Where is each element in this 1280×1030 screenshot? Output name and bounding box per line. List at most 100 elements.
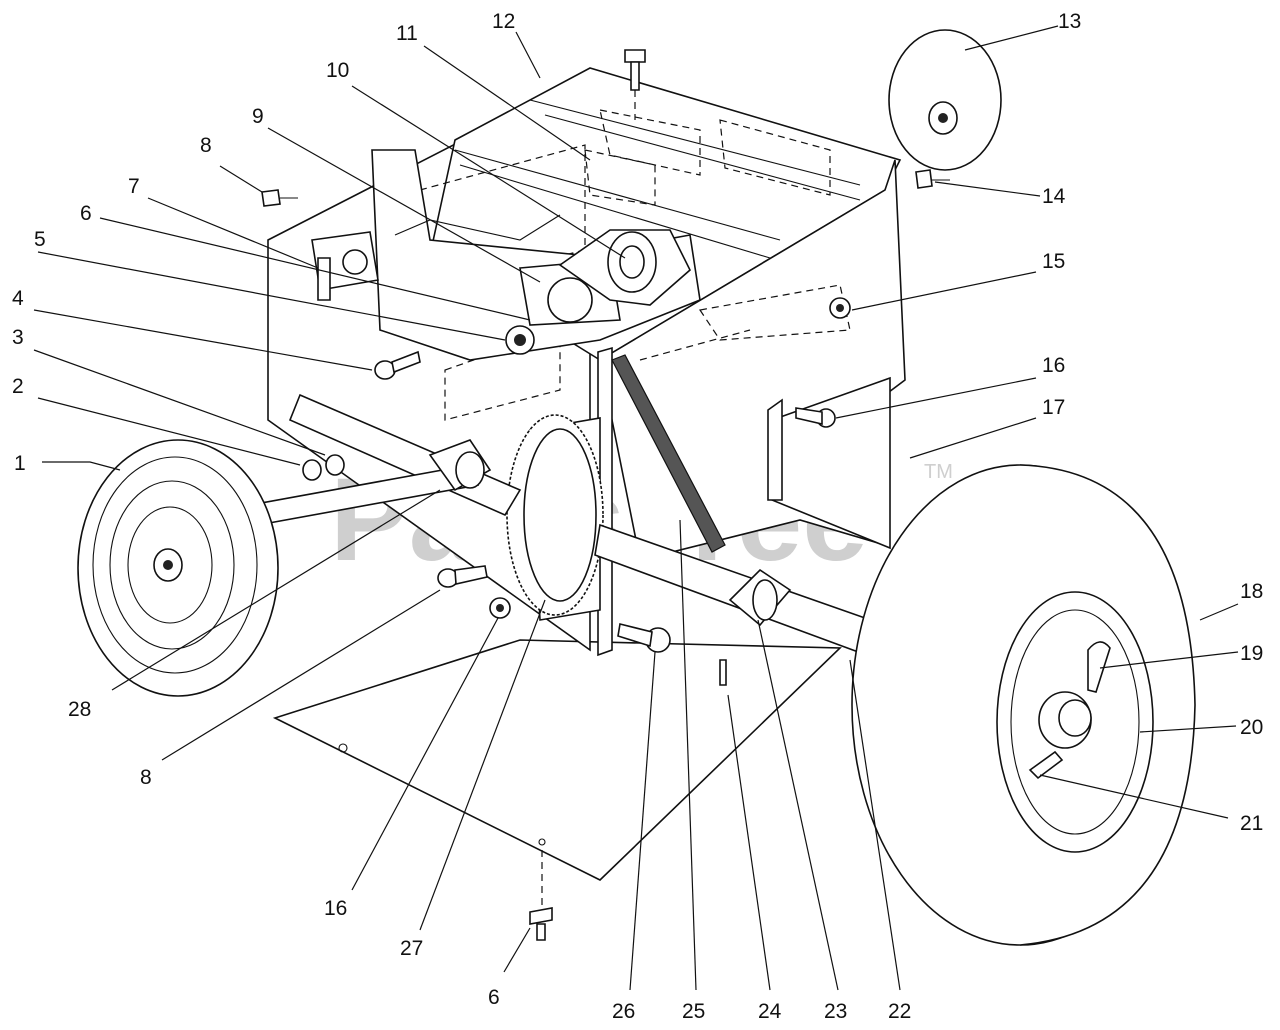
hidden-bracket xyxy=(719,119,831,196)
gear-inner xyxy=(523,428,597,602)
bolt-top xyxy=(624,49,646,120)
leader-line-22 xyxy=(849,659,901,991)
right-wheel xyxy=(851,464,1196,946)
side-bracket xyxy=(767,398,783,501)
leader-line-12 xyxy=(515,31,541,79)
bolt-16-right xyxy=(795,407,836,428)
left-pulley-wheel xyxy=(77,439,279,697)
callout-16-right: 16 xyxy=(1042,354,1065,377)
leader-line-16-left xyxy=(351,617,499,891)
callout-27: 27 xyxy=(400,937,423,960)
callout-18: 18 xyxy=(1240,580,1263,603)
flange-boss xyxy=(752,579,778,621)
callout-19: 19 xyxy=(1240,642,1263,665)
housing-edge xyxy=(394,214,561,241)
leader-line-14 xyxy=(934,181,1041,197)
hidden-bracket xyxy=(584,149,656,206)
callout-13: 13 xyxy=(1058,10,1081,33)
leader-line-20 xyxy=(1139,725,1237,733)
leader-line-25 xyxy=(679,519,697,991)
top-slot xyxy=(544,114,861,201)
tire-valve xyxy=(1028,750,1064,780)
leader-line-21 xyxy=(1039,774,1229,819)
hidden-bracket xyxy=(599,109,701,176)
callout-6: 6 xyxy=(80,202,92,225)
bearing-center xyxy=(514,334,526,346)
leader-line-9 xyxy=(267,127,541,283)
callout-25: 25 xyxy=(682,1000,705,1023)
plate-hole xyxy=(538,838,546,846)
callout-5: 5 xyxy=(34,228,46,251)
callout-10: 10 xyxy=(326,59,349,82)
bottom-plate xyxy=(272,639,842,881)
leader-line-24 xyxy=(727,694,771,991)
callout-8-top: 8 xyxy=(200,134,212,157)
callout-26: 26 xyxy=(612,1000,635,1023)
leader-line-4 xyxy=(33,309,373,371)
bolt-14 xyxy=(915,169,950,189)
callout-4: 4 xyxy=(12,287,24,310)
leader-line-19 xyxy=(1099,651,1239,669)
leader-line-10 xyxy=(351,85,626,259)
callout-16-left: 16 xyxy=(324,897,347,920)
leader-line-1 xyxy=(42,461,121,471)
callout-20: 20 xyxy=(1240,716,1263,739)
hairpin-clip xyxy=(1087,641,1111,693)
leader-line-15 xyxy=(851,271,1037,311)
bolt-26 xyxy=(617,623,671,653)
hidden-outline xyxy=(698,284,851,341)
callout-24: 24 xyxy=(758,1000,782,1023)
leader-line-6 xyxy=(99,217,531,321)
nut-15 xyxy=(829,297,851,319)
callout-22: 22 xyxy=(888,1000,911,1023)
top-slot xyxy=(454,149,781,241)
leader-line-23 xyxy=(757,619,839,991)
callout-17: 17 xyxy=(1042,396,1065,419)
callout-9: 9 xyxy=(252,105,264,128)
callout-12: 12 xyxy=(492,10,515,33)
leader-line-18 xyxy=(1199,603,1239,621)
leader-line-17 xyxy=(909,417,1037,459)
callout-23: 23 xyxy=(824,1000,847,1023)
leader-line-2 xyxy=(37,397,301,466)
callout-21: 21 xyxy=(1240,812,1263,835)
drive-chain xyxy=(611,354,726,553)
key-24 xyxy=(719,659,727,686)
callout-1: 1 xyxy=(14,452,26,475)
callout-8-bottom: 8 xyxy=(140,766,152,789)
top-pulley xyxy=(888,29,1002,171)
leader-line-11 xyxy=(423,45,591,161)
bolt-4 xyxy=(374,350,421,380)
bearing-face xyxy=(547,277,593,323)
leader-line-3 xyxy=(33,349,326,456)
bolt-16-left xyxy=(437,565,488,588)
plate-hole xyxy=(338,743,348,753)
callout-14: 14 xyxy=(1042,185,1066,208)
leader-line-16-right xyxy=(835,377,1037,419)
callout-28: 28 xyxy=(68,698,91,721)
watermark-trademark: TM xyxy=(924,461,953,483)
top-slot xyxy=(529,99,861,186)
leader-line-8-top xyxy=(219,165,263,193)
hidden-housing xyxy=(444,329,561,421)
callout-2: 2 xyxy=(12,375,24,398)
bracket-tab xyxy=(317,257,331,301)
nut-27 xyxy=(489,597,511,619)
bolt-8-top xyxy=(261,189,298,207)
leader-line-26 xyxy=(629,651,656,991)
leader-line-8-bottom xyxy=(161,589,441,761)
callout-15: 15 xyxy=(1042,250,1065,273)
callout-6-bottom: 6 xyxy=(488,986,500,1009)
leader-line-13 xyxy=(964,25,1059,51)
leader-line-7 xyxy=(147,197,319,269)
top-slot xyxy=(459,164,771,259)
bracket-hole xyxy=(342,249,368,275)
leader-line-28 xyxy=(111,489,441,691)
callout-7: 7 xyxy=(128,175,140,198)
rings-2-3 xyxy=(302,454,345,481)
leader-line-5 xyxy=(37,251,506,341)
callout-3: 3 xyxy=(12,326,24,349)
leader-line-27 xyxy=(419,599,546,931)
